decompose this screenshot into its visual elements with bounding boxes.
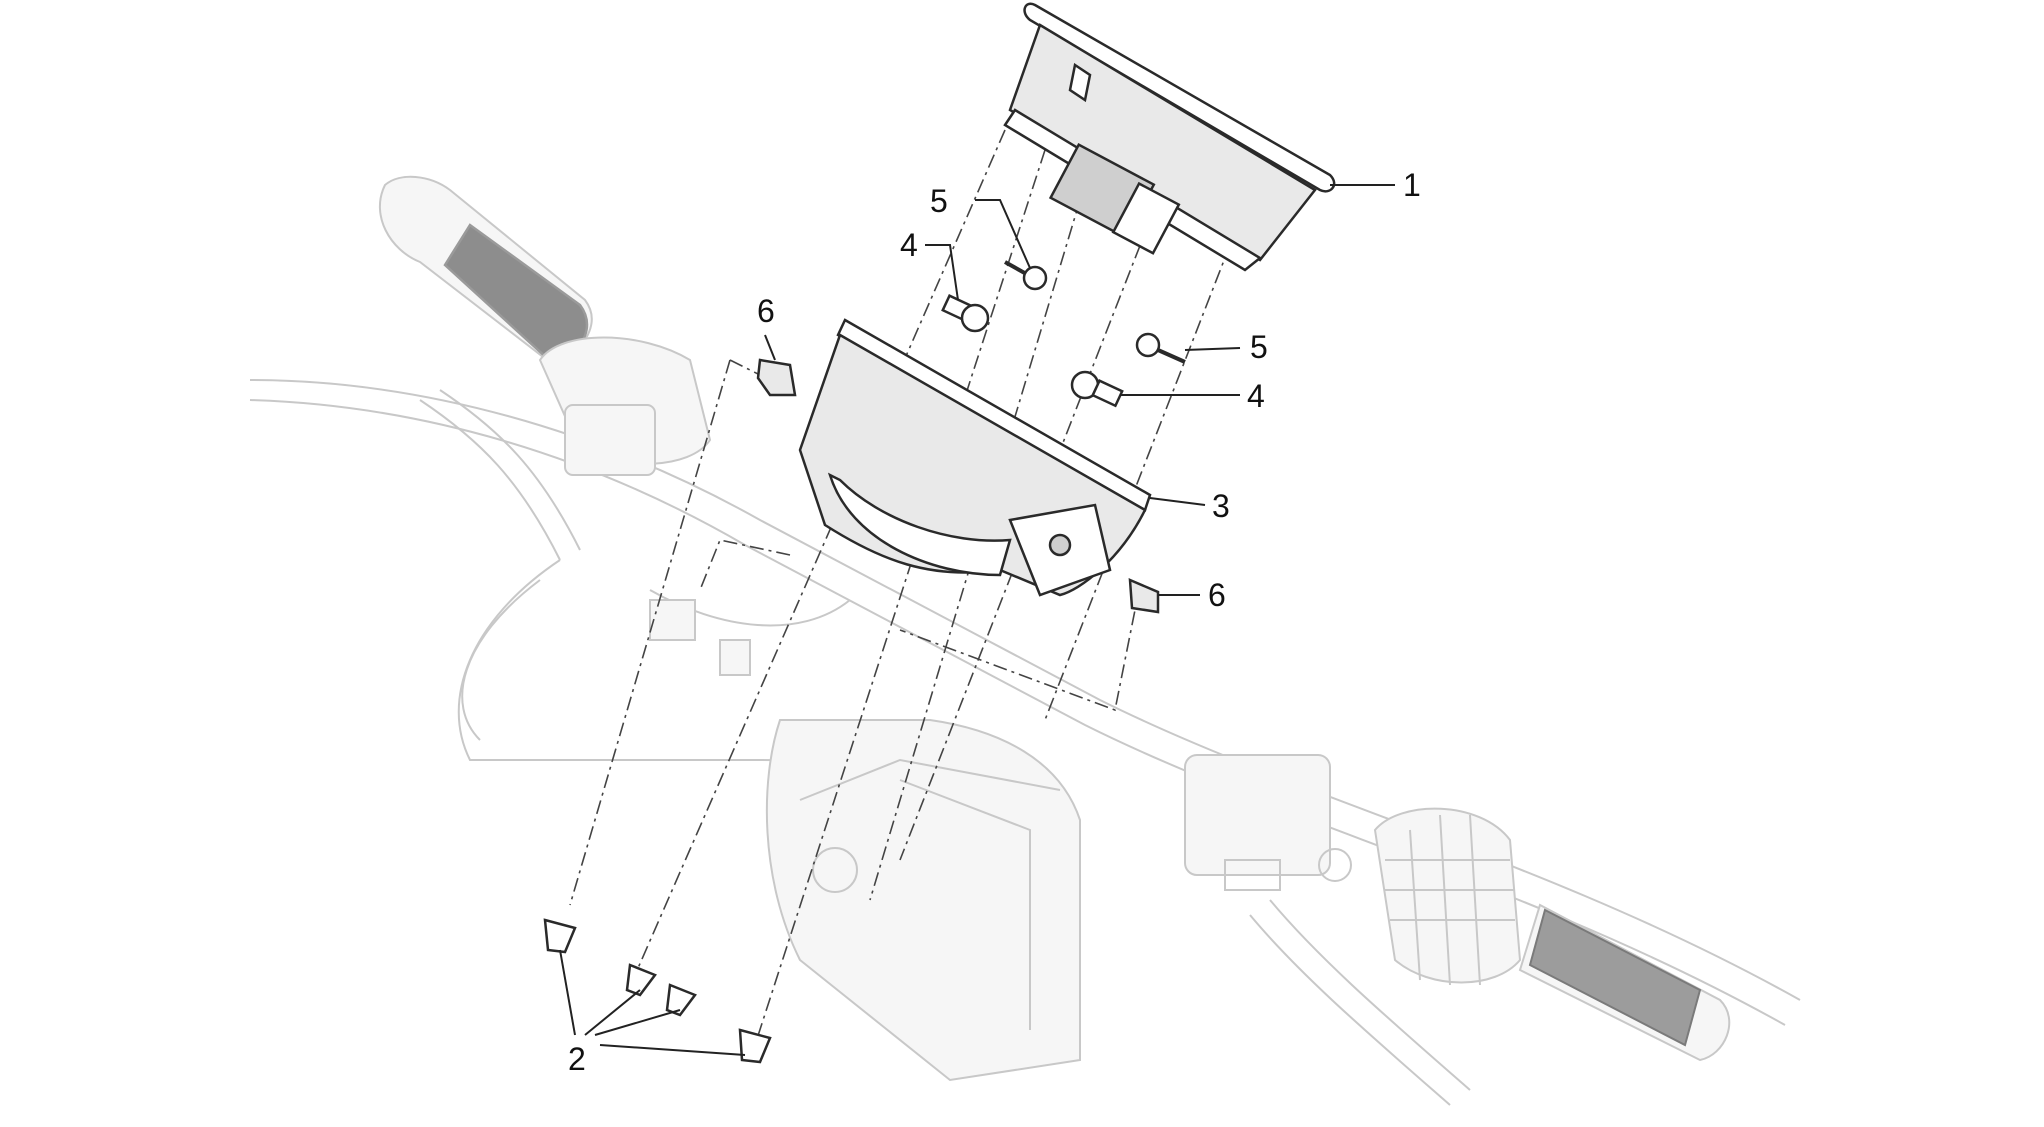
bolt-4-upper xyxy=(941,294,990,333)
handlebar-ghost xyxy=(249,175,1801,1106)
screw-2-a xyxy=(543,918,577,954)
screw-2-b xyxy=(625,963,657,997)
leader-lines xyxy=(559,184,1395,1056)
fasteners xyxy=(543,260,1186,1064)
callout-5-upper: 5 xyxy=(930,183,948,219)
cluster-housing xyxy=(798,318,1152,597)
callout-6-upper: 6 xyxy=(757,293,775,329)
callout-1: 1 xyxy=(1403,167,1421,203)
callout-6-lower: 6 xyxy=(1208,577,1226,613)
screw-5-lower xyxy=(1135,332,1186,364)
callout-5-lower: 5 xyxy=(1250,329,1268,365)
callout-4-upper: 4 xyxy=(900,227,918,263)
instrument-cluster xyxy=(1003,2,1336,272)
clip-6-upper xyxy=(756,358,797,397)
callout-3: 3 xyxy=(1212,488,1230,524)
clip-6-lower xyxy=(1128,578,1160,614)
callout-4-lower: 4 xyxy=(1247,378,1265,414)
screw-5-upper xyxy=(1004,260,1048,291)
callout-2: 2 xyxy=(568,1041,586,1077)
screw-2-d xyxy=(738,1028,772,1064)
screw-2-c xyxy=(665,983,697,1017)
bolt-4-lower xyxy=(1070,370,1124,408)
callout-labels: 1 2 3 4 4 5 5 6 6 xyxy=(568,167,1421,1077)
